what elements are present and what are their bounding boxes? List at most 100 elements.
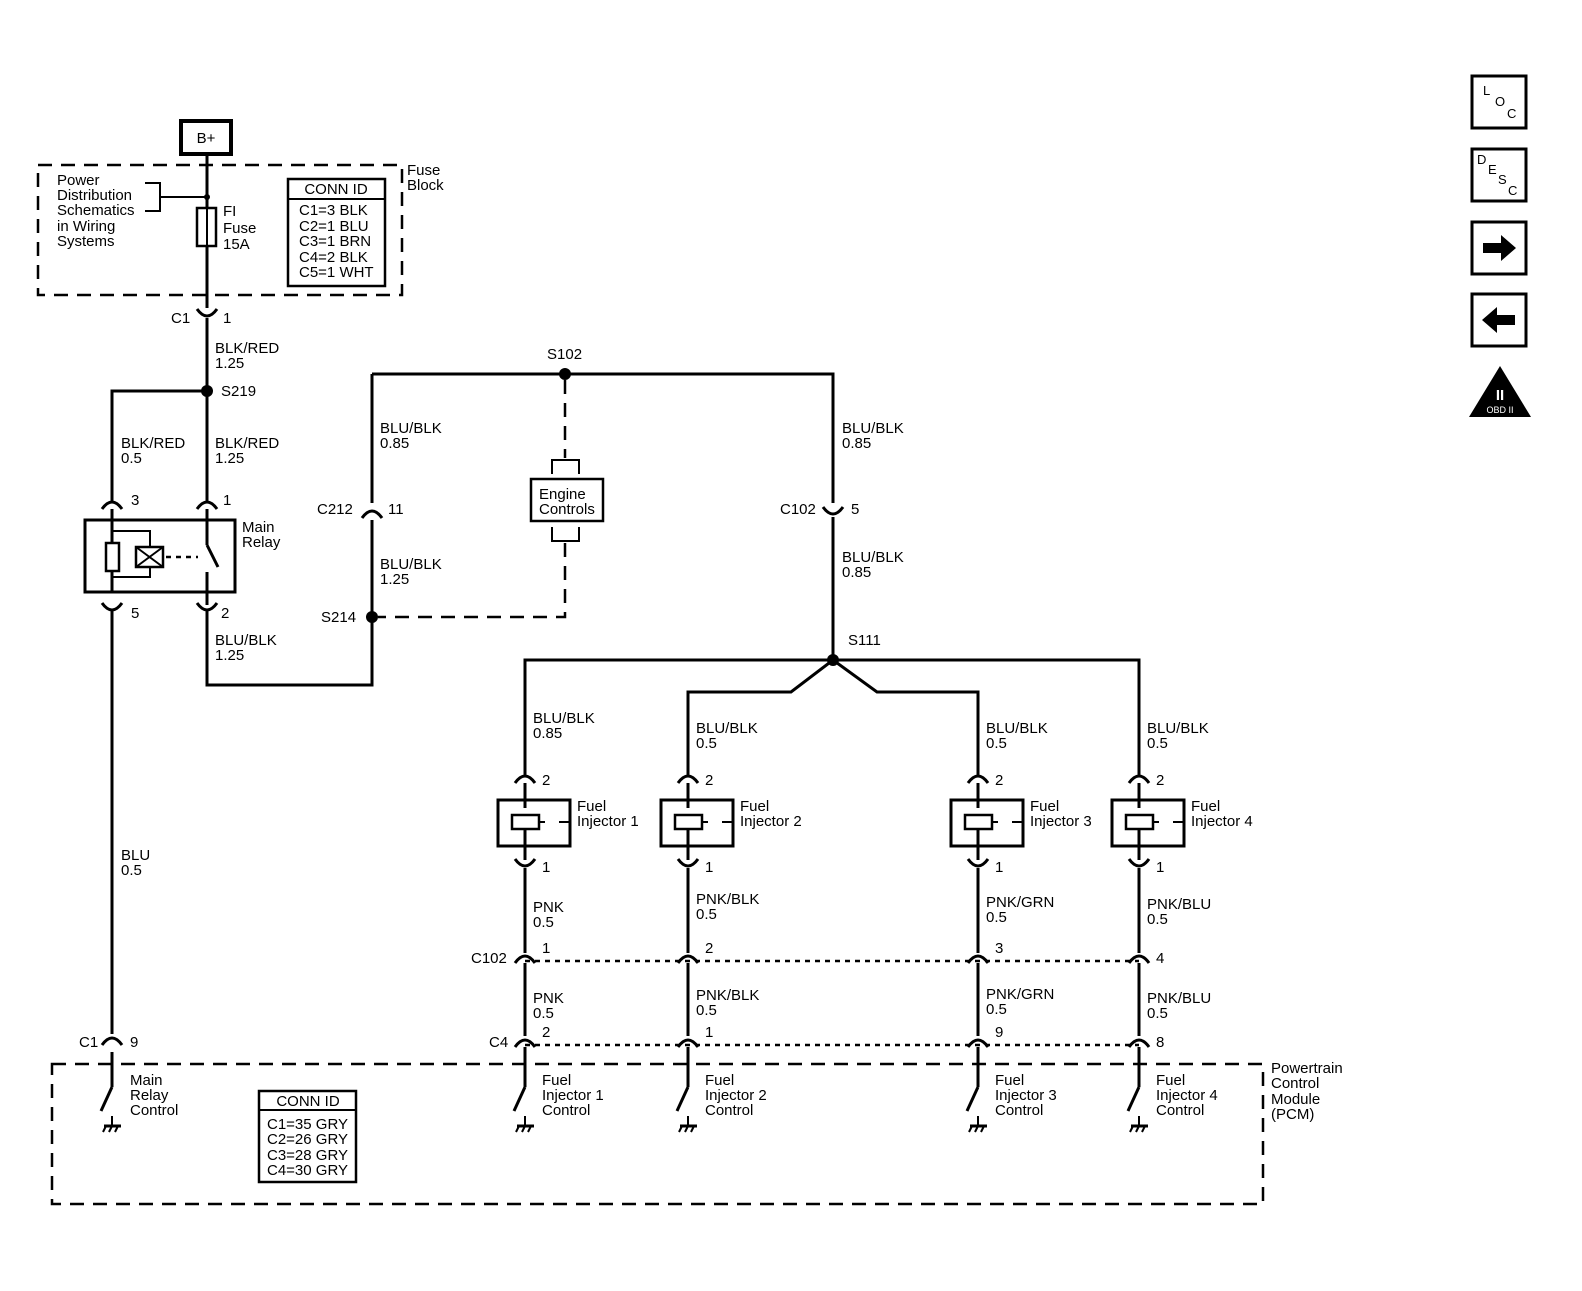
pcm-label: Control — [1271, 1075, 1319, 1092]
wire-gauge: 0.5 — [696, 1002, 717, 1019]
fuse-block-outline — [36, 163, 404, 297]
description-button[interactable]: D E S C — [1470, 147, 1528, 203]
obd-caption: OBD II — [1486, 405, 1513, 415]
connector-c1-bottom: C1 — [79, 1034, 98, 1051]
connector-c1-bottom-pin: 9 — [130, 1034, 138, 1051]
injector-pin: 2 — [542, 772, 550, 789]
wire-gauge: 1.25 — [215, 647, 244, 664]
connector-c1-top-pin: 1 — [223, 310, 231, 327]
c4-pin: 2 — [542, 1024, 550, 1041]
wire-label: BLK/RED — [215, 340, 279, 357]
connector-c102-mid: C102 — [471, 950, 507, 967]
obd-ii-button[interactable]: II OBD II — [1469, 366, 1531, 417]
injector-label: Injector 4 — [1191, 813, 1253, 830]
c4-pin: 1 — [705, 1024, 713, 1041]
pcm-label: Module — [1271, 1091, 1320, 1108]
wire-label: PNK/BLK — [696, 891, 759, 908]
splice-s219-label: S219 — [221, 383, 256, 400]
relay-label: Main — [242, 519, 275, 536]
wire-gauge: 0.5 — [986, 1001, 1007, 1018]
relay-pin: 2 — [221, 605, 229, 622]
injector-label: Injector 3 — [1030, 813, 1092, 830]
nav-letter: O — [1495, 94, 1505, 109]
obd-numeral: II — [1496, 387, 1504, 404]
nav-letter: C — [1508, 183, 1517, 198]
wire-label: BLU/BLK — [696, 720, 758, 737]
wire-gauge: 1.25 — [215, 450, 244, 467]
engine-controls-label: Engine — [539, 486, 586, 503]
injector-label: Fuel — [1191, 798, 1220, 815]
injector-pin: 2 — [1156, 772, 1164, 789]
wire-gauge: 0.5 — [121, 450, 142, 467]
pcm-ctrl-label: Fuel — [1156, 1072, 1185, 1089]
injector-pin: 1 — [542, 859, 550, 876]
main-relay: 3 1 5 2 Main Relay — [83, 492, 281, 622]
previous-button[interactable] — [1470, 292, 1528, 348]
splice-s111-label: S111 — [848, 632, 881, 649]
fuse-block-conn-id: CONN ID C1=3 BLK C2=1 BLU C3=1 BRN C4=2 … — [286, 177, 387, 288]
engine-controls-label: Controls — [539, 501, 595, 518]
injector-pin: 2 — [995, 772, 1003, 789]
wire-label: PNK/GRN — [986, 986, 1054, 1003]
c102-pin: 4 — [1156, 950, 1164, 967]
connector-c1-top: C1 — [171, 310, 190, 327]
power-dist-line: Distribution — [57, 187, 132, 204]
c102-pin: 2 — [705, 940, 713, 957]
power-distribution-ref: Power Distribution Schematics in Wiring … — [57, 172, 207, 250]
pcm-ctrl-label: Control — [705, 1102, 753, 1119]
conn-id-entry: C3=1 BRN — [299, 233, 371, 250]
fuse-rating: 15A — [223, 236, 250, 253]
connector-c4: C4 — [489, 1034, 508, 1051]
wire-gauge: 0.5 — [696, 906, 717, 923]
wire-label: PNK/BLU — [1147, 990, 1211, 1007]
wire-label: BLU — [121, 847, 150, 864]
splice-s102 — [559, 368, 571, 380]
conn-id-entry: C2=1 BLU — [299, 218, 369, 235]
injector-label: Fuel — [740, 798, 769, 815]
injector-label: Fuel — [1030, 798, 1059, 815]
splice-s214 — [366, 611, 378, 623]
splice-s214-label: S214 — [321, 609, 356, 626]
wire-label: BLU/BLK — [1147, 720, 1209, 737]
pcm-conn-id: CONN ID C1=35 GRY C2=26 GRY C3=28 GRY C4… — [257, 1089, 358, 1184]
c4-pin: 9 — [995, 1024, 1003, 1041]
nav-letter: S — [1498, 172, 1507, 187]
power-dist-line: Systems — [57, 233, 115, 250]
conn-id-entry: C5=1 WHT — [299, 264, 374, 281]
wire-label: PNK/BLU — [1147, 896, 1211, 913]
location-button[interactable]: L O C — [1470, 74, 1528, 130]
fuse-label-2: Fuse — [223, 220, 256, 237]
arrow-right-icon — [1483, 235, 1516, 261]
connector-c1-bottom-icon — [100, 1036, 124, 1046]
conn-id-entry: C2=26 GRY — [267, 1131, 348, 1148]
obd-ii-icon — [1469, 366, 1531, 417]
conn-id-entry: C1=35 GRY — [267, 1116, 348, 1133]
wire-gauge: 0.85 — [842, 564, 871, 581]
wire-label: BLU/BLK — [986, 720, 1048, 737]
pcm-ctrl-label: Fuel — [705, 1072, 734, 1089]
wire-gauge: 0.85 — [533, 725, 562, 742]
conn-id-entry: C3=28 GRY — [267, 1147, 348, 1164]
bplus-label: B+ — [197, 130, 216, 147]
wire-label: BLU/BLK — [842, 420, 904, 437]
wire-label: BLU/BLK — [842, 549, 904, 566]
pcm-ctrl-label: Control — [995, 1102, 1043, 1119]
pcm-ctrl-label: Injector 3 — [995, 1087, 1057, 1104]
wire-gauge: 0.5 — [986, 909, 1007, 926]
relay-pin: 5 — [131, 605, 139, 622]
wire-gauge: 0.5 — [1147, 1005, 1168, 1022]
wire-label: BLU/BLK — [380, 420, 442, 437]
conn-id-entry: C4=2 BLK — [299, 249, 368, 266]
pcm-ctrl-label: Injector 4 — [1156, 1087, 1218, 1104]
next-button[interactable] — [1470, 220, 1528, 276]
c4-pin: 8 — [1156, 1034, 1164, 1051]
fuse-block-label: Fuse — [407, 162, 440, 179]
pcm-main-relay-switch: Main Relay Control — [99, 1052, 178, 1133]
wire-gauge: 0.5 — [533, 1005, 554, 1022]
wire-label: BLU/BLK — [215, 632, 277, 649]
connector-c102-top-icon — [821, 506, 845, 516]
